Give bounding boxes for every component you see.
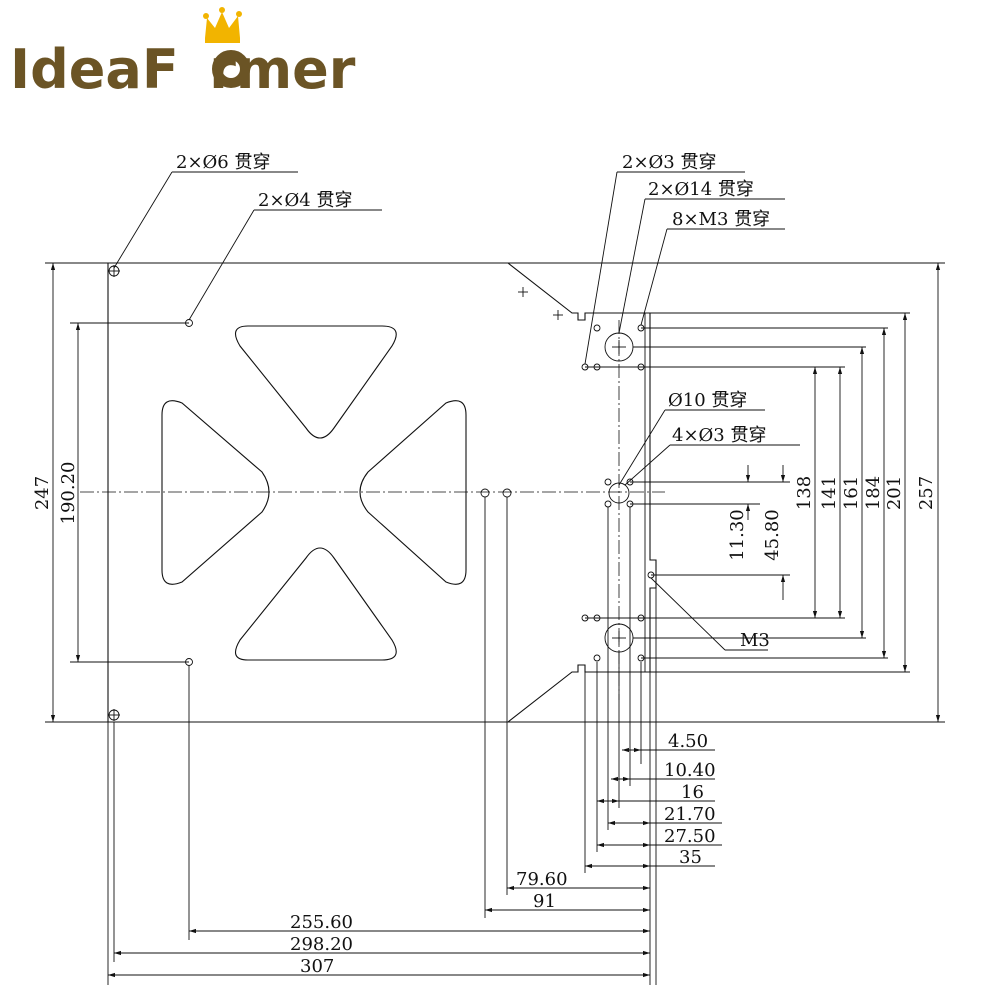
dim-201: 201 [884,476,905,510]
dim-79-60: 79.60 [516,869,568,890]
hole-center-a [480,488,490,498]
dim-161: 161 [841,476,862,510]
callout-holes-6: 2×Ø6 贯穿 [176,152,270,173]
dim-184: 184 [863,476,884,510]
dim-190-20: 190.20 [58,462,79,525]
logo-part-f: F [142,38,175,101]
mark-2 [553,310,563,320]
callout-holes-3-4: 4×Ø3 贯穿 [672,425,766,446]
logo-o-ring [212,50,250,88]
dim-257: 257 [916,476,937,510]
hole-10 [608,482,630,504]
dim-35: 35 [679,847,702,868]
dim-21-70: 21.70 [664,804,716,825]
extension-lines [45,262,945,985]
dimension-lines [50,263,941,978]
cutout-left [161,400,270,585]
callout-m3: M3 [740,630,770,651]
dimension-labels: 247 190.20 257 201 184 161 141 138 45.80… [32,462,937,977]
logo-part-rmer: rmer [209,38,356,101]
center-lines [80,320,665,700]
dim-298-20: 298.20 [290,934,353,955]
dim-91: 91 [533,891,556,912]
hole-center-b [502,488,512,498]
dim-4-50: 4.50 [668,731,708,752]
plate-cutouts [161,325,467,661]
dim-10-40: 10.40 [664,760,716,781]
callout-holes-14: 2×Ø14 贯穿 [648,179,754,200]
cutout-top [234,325,397,439]
crown-icon [203,7,242,43]
callout-holes-4: 2×Ø4 贯穿 [258,190,352,211]
dim-255-60: 255.60 [290,912,353,933]
holes [108,265,655,721]
mark-1 [518,287,528,297]
dim-27-50: 27.50 [664,826,716,847]
logo-part-idea: Idea [10,38,142,101]
cutout-right [359,400,467,585]
dim-247: 247 [32,476,53,510]
callout-hole-10: Ø10 贯穿 [668,390,747,411]
plate-outline [107,262,657,723]
dim-45-80: 45.80 [762,509,783,561]
callout-holes-3: 2×Ø3 贯穿 [622,152,716,173]
dim-16: 16 [681,782,704,803]
callout-labels: 2×Ø6 贯穿 2×Ø4 贯穿 2×Ø3 贯穿 2×Ø14 贯穿 8×M3 贯穿… [176,152,770,651]
dim-138: 138 [794,476,815,510]
dim-307: 307 [300,956,334,977]
dim-11-30: 11.30 [727,509,748,561]
cutout-bottom [234,547,397,661]
dim-141: 141 [819,476,840,510]
leader-lines [113,171,800,651]
callout-m3-8: 8×M3 贯穿 [672,209,770,230]
